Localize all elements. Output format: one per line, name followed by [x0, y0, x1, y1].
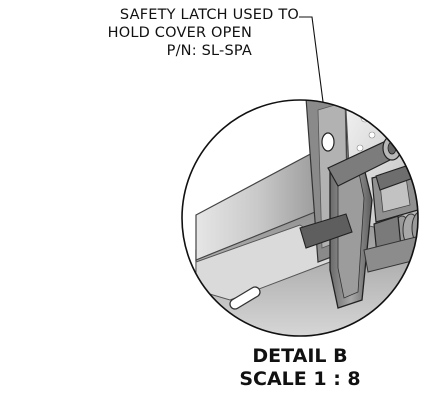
callout-part-number: P/N: SL-SPA: [166, 43, 252, 59]
plate-hole: [321, 132, 335, 152]
floor-slot-hole: [229, 286, 261, 310]
callout-text-line-1: SAFETY LATCH USED TO: [119, 7, 299, 23]
detail-title: DETAIL B: [252, 345, 348, 367]
detail-view-circle: [182, 100, 418, 336]
detail-scale: SCALE 1 : 8: [239, 368, 361, 390]
detail-boundary: [181, 99, 419, 337]
callout-text-line-2: HOLD COVER OPEN: [107, 25, 252, 41]
